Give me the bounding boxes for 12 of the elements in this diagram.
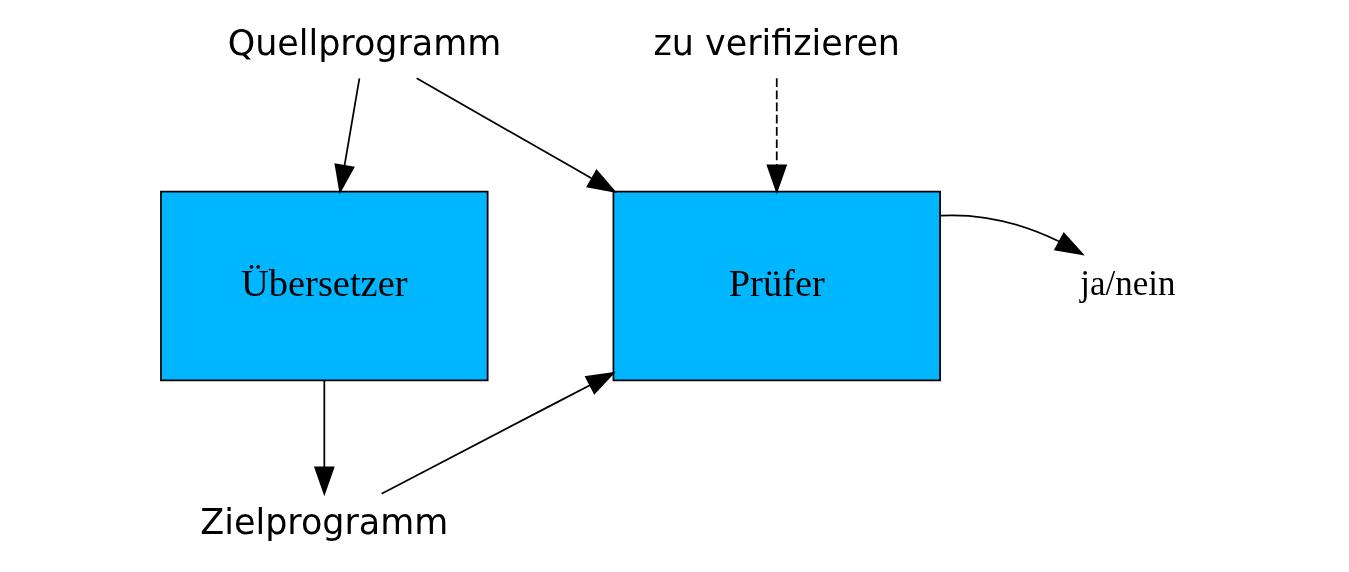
node-text: zu verifizieren xyxy=(653,23,900,64)
arrow xyxy=(415,77,617,193)
node-box: Prüfer xyxy=(612,190,941,382)
node-box: Übersetzer xyxy=(159,190,489,382)
node-text: Zielprogramm xyxy=(199,502,448,543)
node-text: Quellprogramm xyxy=(227,23,501,64)
arrow xyxy=(313,380,335,497)
arrow xyxy=(380,371,616,495)
node-text: ja/nein xyxy=(1079,263,1175,303)
arrow xyxy=(333,77,360,195)
arrow xyxy=(765,77,787,195)
arrow xyxy=(939,214,1085,256)
